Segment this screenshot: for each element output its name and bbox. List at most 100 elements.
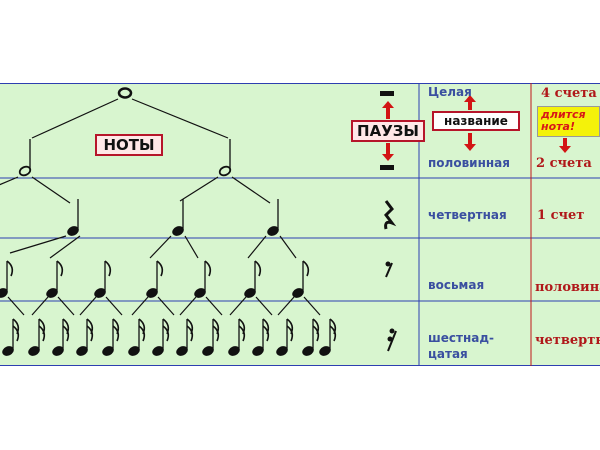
sixteenth-rest-dot-1 xyxy=(389,328,395,334)
flag xyxy=(62,325,70,342)
quarter-note xyxy=(172,199,184,236)
sixteenth-note xyxy=(152,318,170,356)
tree-branch xyxy=(303,296,321,316)
whole-rest xyxy=(380,91,394,96)
row-name-eighth: восьмая xyxy=(428,278,485,292)
flag xyxy=(104,260,112,277)
row-duration-sixteenth: четверть xyxy=(535,333,600,348)
quarter-note xyxy=(67,199,79,236)
notes-label: НОТЫ xyxy=(95,134,163,156)
row-duration-eighth: половина xyxy=(535,280,600,295)
sixteenth-note xyxy=(319,318,337,356)
eighth-note xyxy=(146,260,164,298)
tree-branch xyxy=(0,176,19,186)
flag xyxy=(238,325,246,342)
sixteenth-note xyxy=(28,318,46,356)
tree-branch xyxy=(157,296,175,316)
flag xyxy=(302,260,310,277)
flag xyxy=(312,325,320,342)
row-name-half: половинная xyxy=(428,156,510,170)
notehead xyxy=(117,87,133,99)
sixteenth-note xyxy=(276,318,294,356)
tree-branch xyxy=(179,176,219,202)
flag xyxy=(86,325,94,342)
flag xyxy=(156,260,164,277)
sixteenth-note xyxy=(2,318,20,356)
tree-branch xyxy=(131,98,229,139)
tree-branch xyxy=(31,176,71,204)
flag xyxy=(204,260,212,277)
duration-arrow-down-head xyxy=(559,146,571,153)
sixteenth-note xyxy=(302,318,320,356)
tree-branch xyxy=(229,296,247,316)
tree-branch xyxy=(247,235,267,259)
tree-branch xyxy=(49,235,81,259)
row-name-sixteenth-1: шестнад- xyxy=(428,331,495,345)
duration-header-line-1: длится xyxy=(541,108,586,121)
name-header: название xyxy=(432,111,520,131)
tree-branch xyxy=(105,296,123,316)
sixteenth-note xyxy=(228,318,246,356)
tree-branch xyxy=(79,296,97,316)
eighth-note xyxy=(0,260,14,298)
name-arrow-up-head xyxy=(464,95,476,102)
flag xyxy=(162,325,170,342)
flag xyxy=(12,325,20,342)
rests-arrow-down-head xyxy=(382,154,394,161)
flag xyxy=(212,325,220,342)
tree-branch xyxy=(277,296,295,316)
sixteenth-note xyxy=(176,318,194,356)
flag xyxy=(112,325,120,342)
eighth-rest xyxy=(385,262,393,278)
rests-arrow-up-head xyxy=(382,101,394,108)
row-name-quarter: четвертная xyxy=(428,208,507,222)
tree-branch xyxy=(9,235,67,254)
half-note xyxy=(18,139,32,177)
flag xyxy=(262,325,270,342)
flag xyxy=(254,260,262,277)
eighth-note xyxy=(46,260,64,298)
flag xyxy=(38,325,46,342)
flag xyxy=(138,325,146,342)
duration-header-line-2: нота! xyxy=(541,120,575,133)
flag xyxy=(6,260,14,277)
eighth-note xyxy=(94,260,112,298)
flag xyxy=(329,325,337,342)
row-duration-quarter: 1 счет xyxy=(537,208,585,223)
row-duration-half: 2 счета xyxy=(536,156,592,171)
sixteenth-note xyxy=(202,318,220,356)
tree-branch xyxy=(279,235,297,259)
tree-branch xyxy=(7,296,25,316)
tree-branch xyxy=(231,176,271,204)
duration-header: длится нота! xyxy=(537,106,600,137)
tree-branch xyxy=(184,235,199,259)
whole-note xyxy=(117,87,133,99)
half-note xyxy=(218,139,232,177)
tree-branch xyxy=(131,296,149,316)
flag xyxy=(286,325,294,342)
tree-branch xyxy=(205,296,223,316)
flag xyxy=(56,260,64,277)
sixteenth-note xyxy=(52,318,70,356)
quarter-note xyxy=(267,199,279,236)
flag xyxy=(186,325,194,342)
eighth-note xyxy=(194,260,212,298)
sixteenth-note xyxy=(76,318,94,356)
tree-branch xyxy=(57,296,75,316)
row-name-whole: Целая xyxy=(428,85,472,99)
name-arrow-down-head xyxy=(464,144,476,151)
eighth-note xyxy=(292,260,310,298)
eighth-note xyxy=(244,260,262,298)
note-duration-diagram: НОТЫ ПАУЗЫ название длится нота! Целая п… xyxy=(0,83,600,366)
sixteenth-rest xyxy=(387,330,397,352)
tree-branch xyxy=(149,235,172,259)
half-rest xyxy=(380,165,394,170)
tree-branch xyxy=(31,98,119,139)
tree-branch xyxy=(179,296,197,316)
sixteenth-rest-dot-2 xyxy=(387,336,393,342)
tree-branch xyxy=(255,296,273,316)
row-duration-whole: 4 счета xyxy=(541,86,597,101)
eighth-rest-dot xyxy=(385,261,391,267)
sixteenth-note xyxy=(252,318,270,356)
sixteenth-note xyxy=(128,318,146,356)
